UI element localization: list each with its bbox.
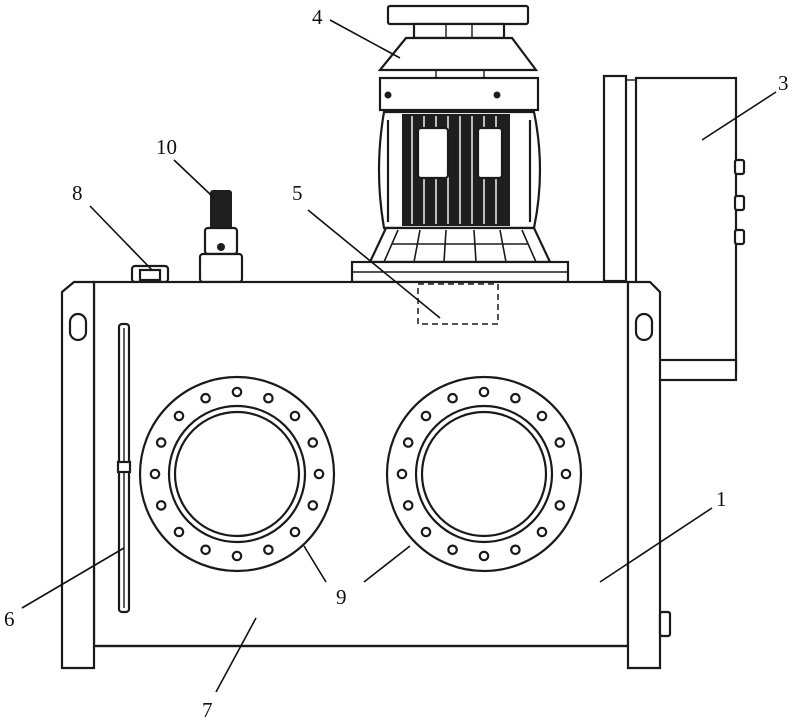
label-10: 10 (156, 135, 177, 159)
label-4: 4 (312, 5, 323, 29)
label-9: 9 (336, 585, 347, 609)
inspection-flanges (138, 375, 583, 573)
label-7: 7 (202, 698, 213, 722)
callout-labels: 1 3 4 5 6 7 8 9 10 (4, 5, 789, 722)
inspection-flange (138, 375, 336, 573)
label-6: 6 (4, 607, 15, 631)
pump-hidden-outline (417, 283, 499, 325)
motor (350, 4, 570, 284)
inspection-flange (385, 375, 583, 573)
label-3: 3 (778, 71, 789, 95)
leader-lines (21, 19, 777, 693)
label-1: 1 (716, 487, 727, 511)
label-5: 5 (292, 181, 303, 205)
label-8: 8 (72, 181, 83, 205)
pressure-valve (198, 190, 244, 284)
level-gauge (116, 322, 132, 614)
